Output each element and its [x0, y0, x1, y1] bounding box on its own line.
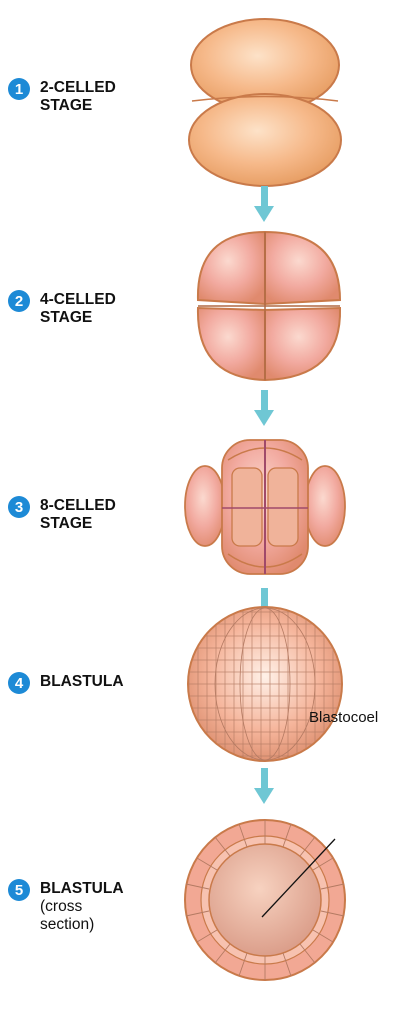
stage-4-badge: 4	[8, 672, 30, 694]
stage-2-title: 4-CELLED	[40, 291, 116, 309]
arrow-2-icon	[254, 390, 274, 426]
blastocoel-label: Blastocoel	[309, 709, 378, 726]
stage-3-badge: 3	[8, 496, 30, 518]
stage-3-subtitle: STAGE	[40, 515, 116, 533]
stage-3-title: 8-CELLED	[40, 497, 116, 515]
arrow-4-icon	[254, 768, 274, 804]
stage-5-badge: 5	[8, 879, 30, 901]
stage-4-label: 4 BLASTULA	[8, 673, 124, 694]
stage-5-subtitle-line2: section)	[40, 916, 124, 934]
stage-2-subtitle: STAGE	[40, 309, 116, 327]
stage-4-embryo	[188, 607, 342, 761]
arrow-1-icon	[254, 186, 274, 222]
stage-1-subtitle: STAGE	[40, 97, 116, 115]
stage-1-embryo	[189, 19, 341, 186]
stage-2-badge: 2	[8, 290, 30, 312]
stage-5-title: BLASTULA	[40, 880, 124, 898]
stage-2-embryo	[198, 232, 340, 380]
stage-5-embryo	[185, 820, 345, 980]
stage-1-title: 2-CELLED	[40, 79, 116, 97]
stage-5-subtitle-line1: (cross	[40, 898, 124, 916]
stage-1-badge: 1	[8, 78, 30, 100]
stage-4-title: BLASTULA	[40, 673, 124, 691]
stage-3-embryo	[185, 440, 345, 574]
